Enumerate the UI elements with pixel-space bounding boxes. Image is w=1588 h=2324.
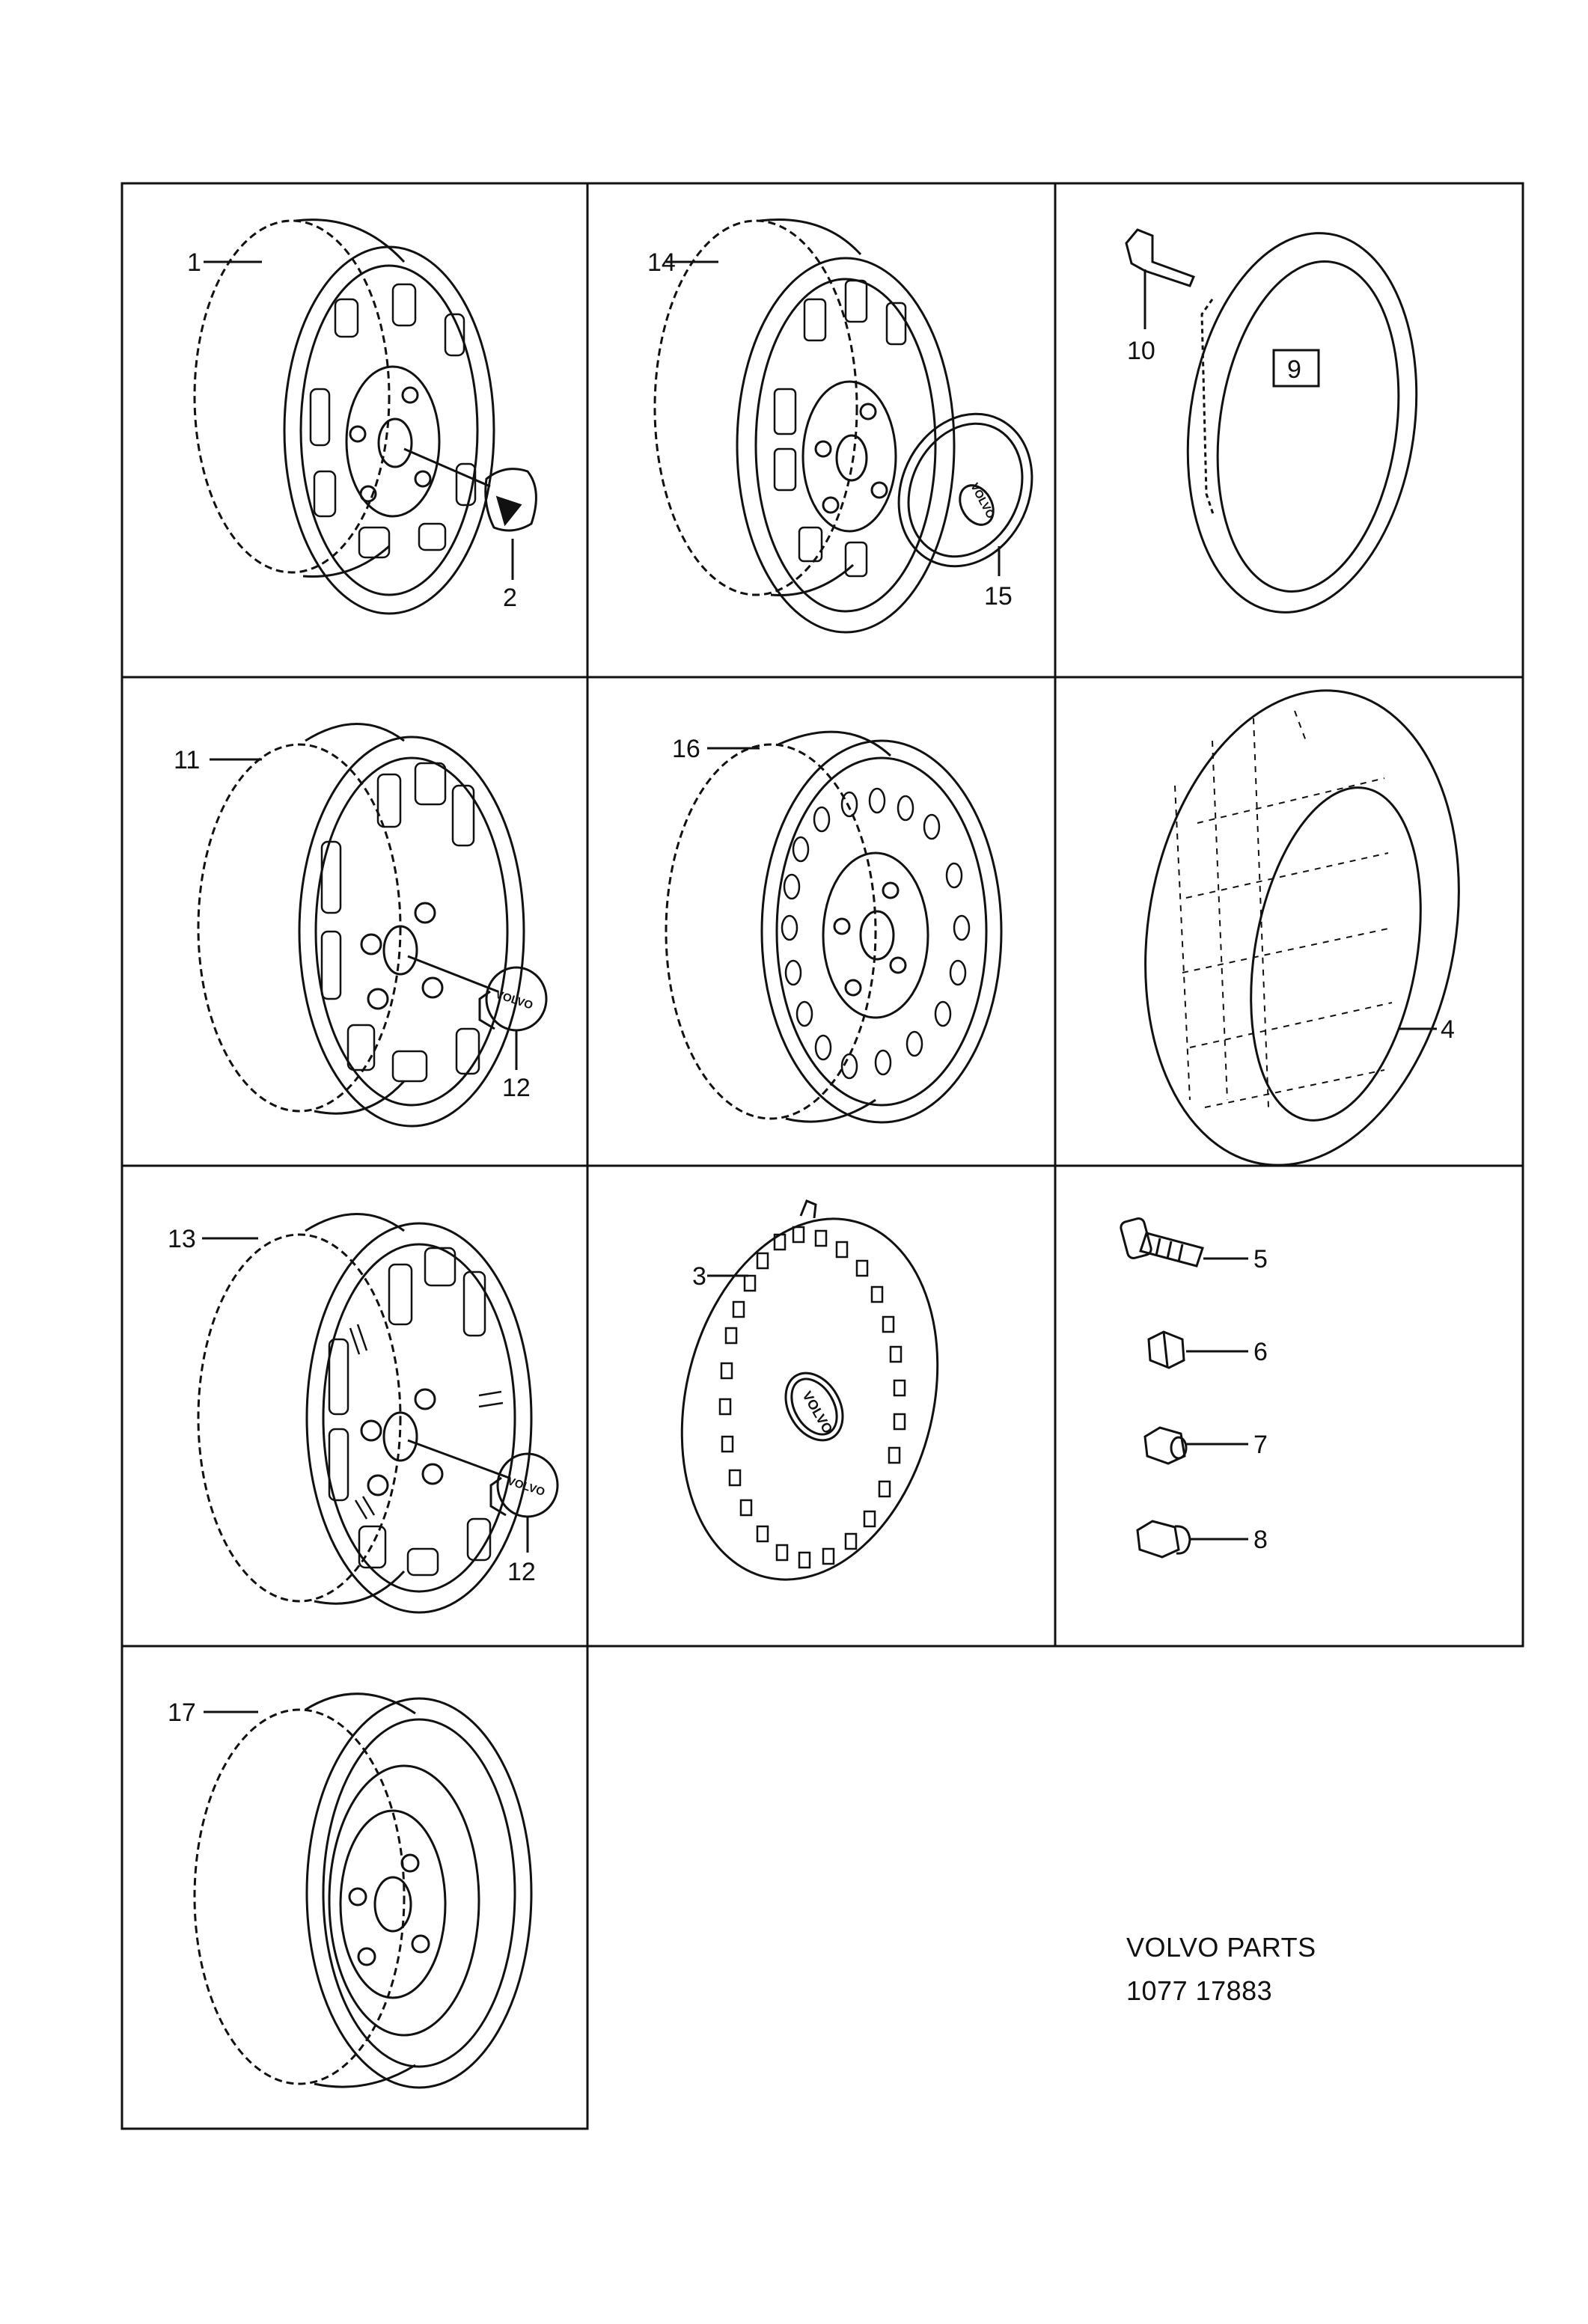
callout-15: 15 (984, 582, 1013, 611)
grid-frame (120, 182, 1524, 2130)
callout-6: 6 (1253, 1338, 1268, 1366)
trim-ring-item-9 (1186, 232, 1418, 614)
brand-marks: VOLVO VOLVO VOLVO VOLVO (494, 481, 998, 1499)
wheel-bolt-item-5 (1120, 1217, 1204, 1268)
callout-17: 17 (168, 1698, 196, 1727)
wheel-item-14 (653, 218, 1033, 634)
callout-14: 14 (647, 248, 676, 277)
footer-brand: VOLVO PARTS (1126, 1932, 1316, 1963)
callout-12b: 12 (507, 1558, 536, 1586)
callout-1: 1 (187, 248, 201, 277)
clip-item-10 (1125, 228, 1195, 329)
callout-5: 5 (1253, 1245, 1268, 1273)
callout-labels: 1 2 3 4 5 6 7 8 9 10 11 12 13 14 15 16 1… (168, 248, 1455, 1727)
callout-7: 7 (1253, 1431, 1268, 1459)
tire-item-4 (1144, 689, 1460, 1166)
part-9-box (1272, 349, 1320, 388)
wheel-nut-item-6 (1147, 1330, 1185, 1369)
wheel-cover-item-3 (680, 1199, 939, 1581)
wheel-nut-item-8 (1136, 1520, 1191, 1559)
callout-13: 13 (168, 1225, 196, 1253)
wheel-item-16 (665, 730, 1003, 1124)
footer-part-number: 1077 17883 (1126, 1975, 1273, 2006)
callout-2: 2 (503, 584, 517, 612)
wheel-item-17 (193, 1692, 533, 2089)
callout-10: 10 (1127, 337, 1155, 365)
callout-12a: 12 (502, 1074, 531, 1102)
callout-11: 11 (174, 746, 200, 774)
callout-4: 4 (1441, 1015, 1455, 1044)
callout-8: 8 (1253, 1526, 1268, 1554)
wheel-item-1 (193, 218, 537, 615)
wheel-item-11 (197, 723, 548, 1128)
wheel-item-13 (197, 1213, 559, 1614)
brand-mark-hubcap: VOLVO (968, 481, 997, 522)
callout-9: 9 (1287, 355, 1301, 384)
wheel-nut-item-7 (1143, 1426, 1188, 1465)
callout-3: 3 (692, 1262, 706, 1291)
callout-16: 16 (672, 735, 700, 763)
